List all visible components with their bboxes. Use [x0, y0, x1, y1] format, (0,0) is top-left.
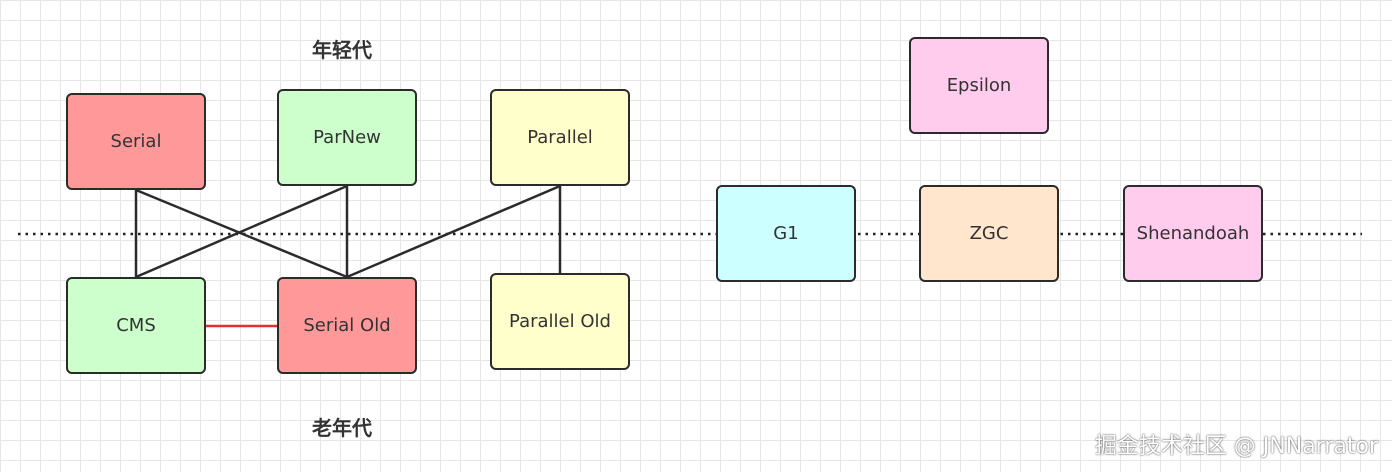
connection-serial-to-serial_old [135, 188, 348, 279]
epsilon-collector-box: Epsilon [909, 37, 1049, 134]
parallel-old-collector-box: Parallel Old [490, 273, 630, 370]
serial-collector-box: Serial [66, 93, 206, 190]
connection-parallel-to-serial_old [346, 184, 561, 279]
g1-collector-box: G1 [716, 185, 856, 282]
cms-collector-box: CMS [66, 277, 206, 374]
zgc-collector-box: ZGC [919, 185, 1059, 282]
watermark-text: 掘金技术社区 @ JNNarrator [1094, 434, 1378, 459]
connection-lines [134, 184, 562, 328]
shenandoah-collector-box: Shenandoah [1123, 185, 1263, 282]
parnew-collector-box: ParNew [277, 89, 417, 186]
serial-old-collector-box: Serial Old [277, 277, 417, 374]
parallel-collector-box: Parallel [490, 89, 630, 186]
connection-parnew-to-cms [135, 184, 348, 279]
young-generation-heading: 年轻代 [312, 38, 372, 62]
old-generation-heading: 老年代 [312, 416, 372, 440]
